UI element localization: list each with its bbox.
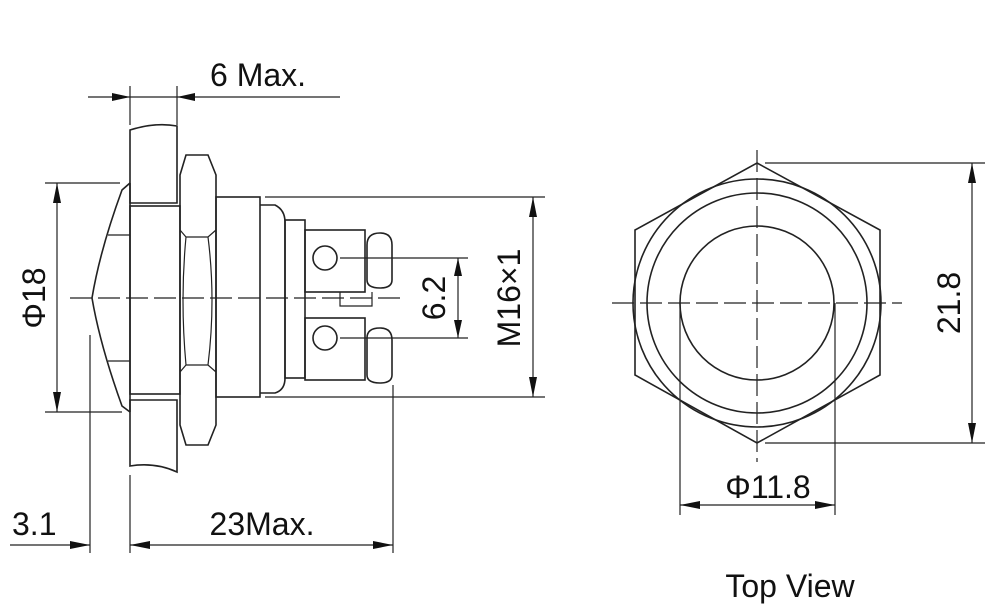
label-hex: 21.8 [931, 272, 967, 334]
dimension-button-diameter: Φ11.8 [679, 303, 836, 515]
label-cap-height: 3.1 [12, 506, 56, 542]
panel-bottom-section [129, 399, 178, 474]
dimension-cap-diameter: Φ18 [16, 182, 122, 413]
dimension-body-length: 23Max. [130, 385, 394, 553]
dimension-panel-thickness: 6 Max. [88, 57, 340, 125]
body-tube [129, 205, 181, 395]
label-terminal-pitch: 6.2 [416, 276, 452, 320]
label-thread: M16×1 [491, 249, 527, 348]
terminal-upper [304, 229, 393, 293]
terminal-lower [304, 317, 393, 384]
rear-body [215, 196, 261, 398]
label-cap-diameter: Φ18 [16, 267, 52, 328]
top-view: 21.8 Φ11.8 Top View [612, 150, 985, 604]
label-button-diameter: Φ11.8 [725, 469, 810, 505]
label-panel-thickness: 6 Max. [210, 57, 306, 93]
dimension-cap-height: 3.1 [10, 335, 131, 553]
dimension-terminal-pitch: 6.2 [340, 257, 468, 339]
top-view-caption: Top View [725, 568, 855, 604]
panel-top-section [129, 123, 178, 204]
dimension-hex: 21.8 [765, 162, 985, 444]
label-body-length: 23Max. [210, 506, 315, 542]
hex-nut [179, 154, 217, 446]
dimension-thread: M16×1 [265, 196, 545, 398]
side-view: 6 Max. Φ18 M16×1 6.2 [10, 57, 545, 553]
